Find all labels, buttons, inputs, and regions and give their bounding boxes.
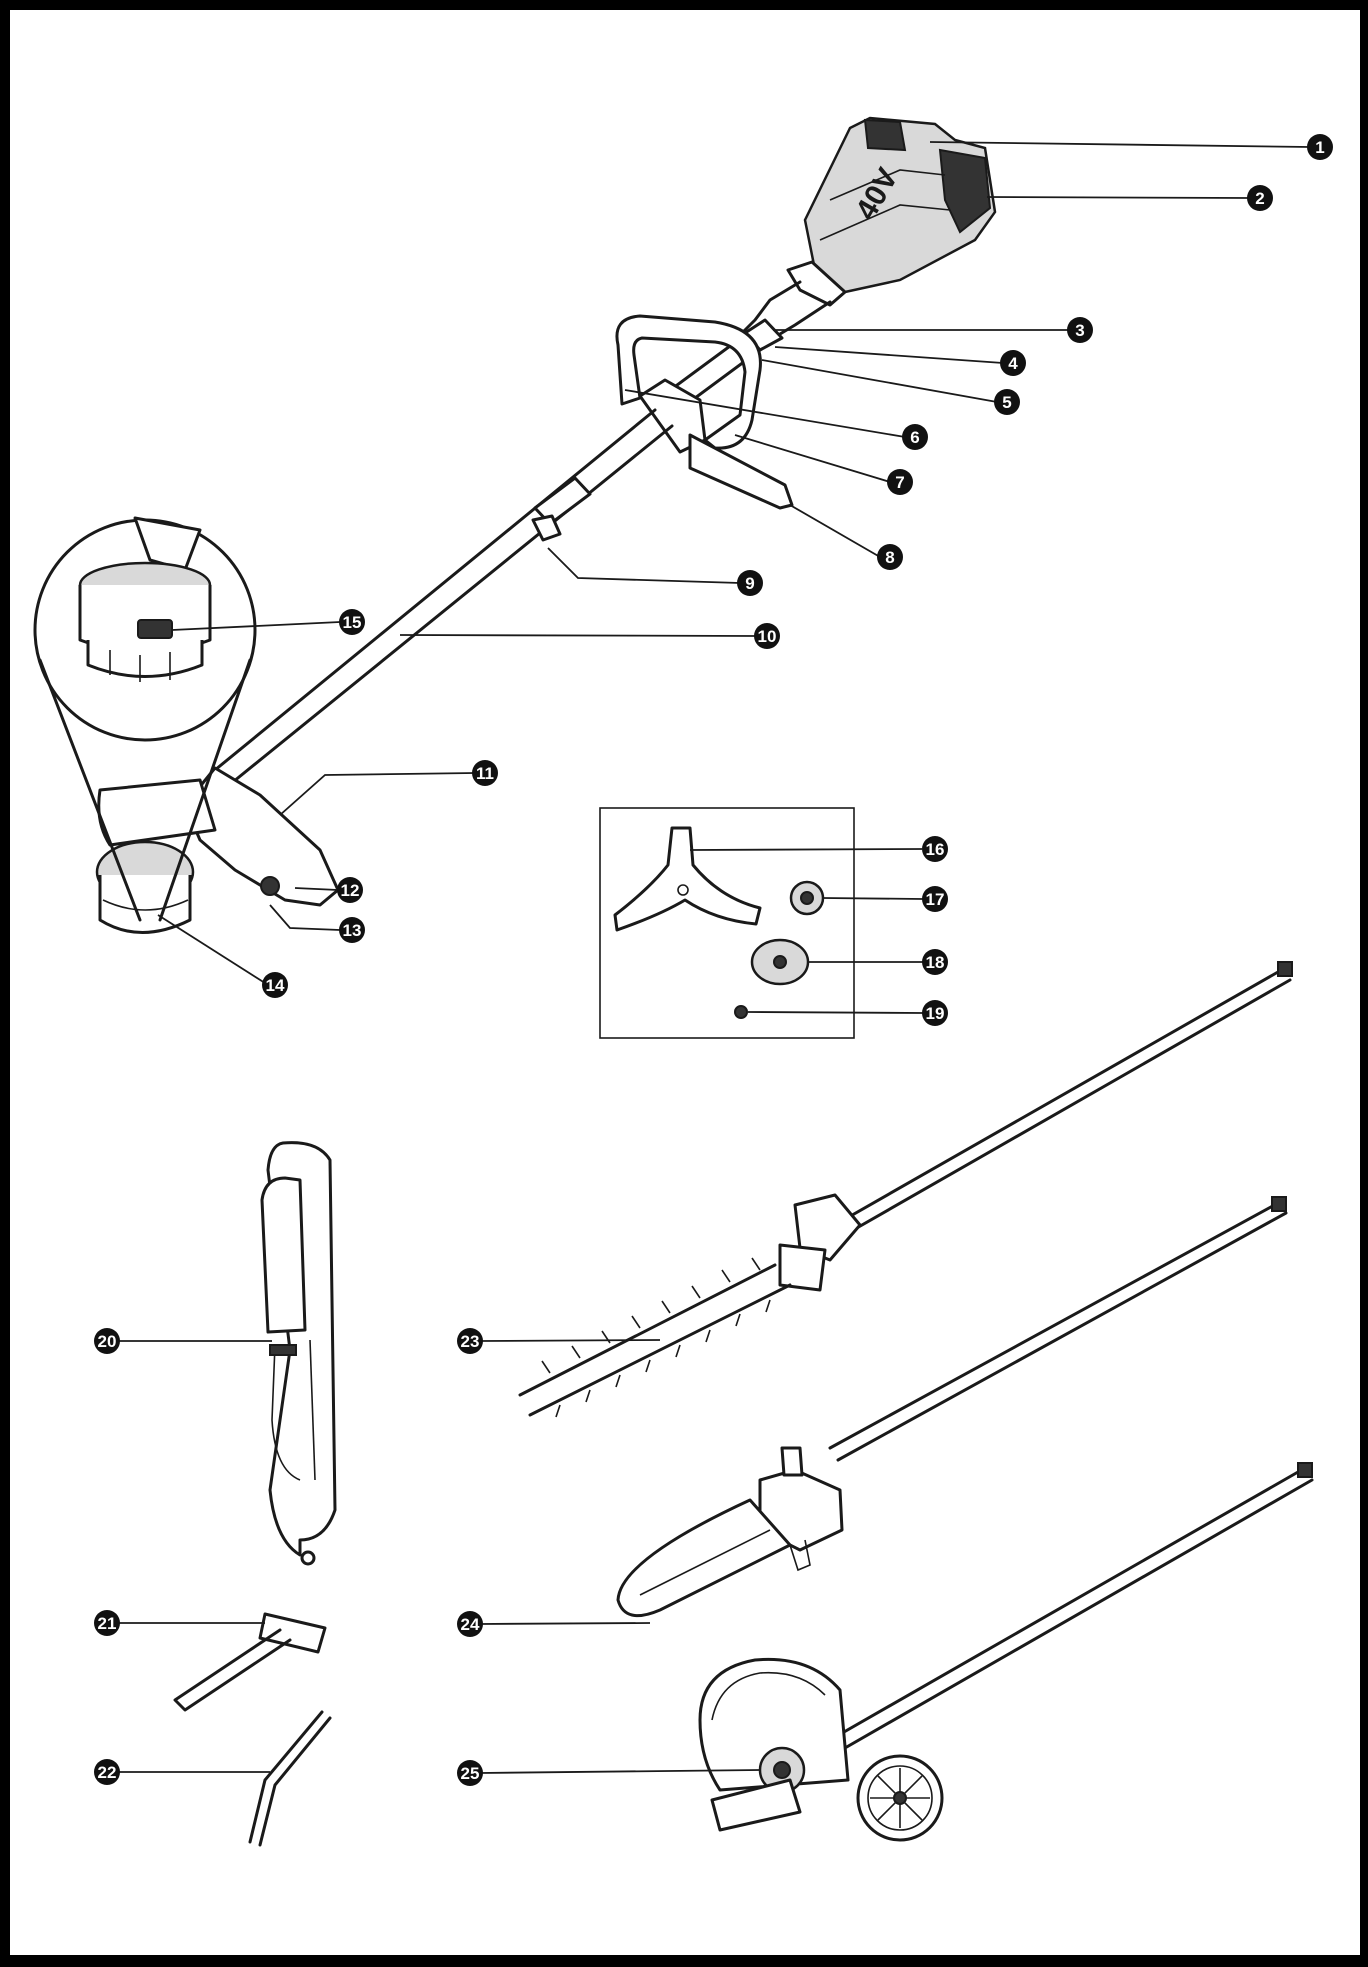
callout-9: 9 [737, 570, 763, 596]
callout-21: 21 [94, 1610, 120, 1636]
svg-text:17: 17 [926, 890, 945, 909]
callout-10: 10 [754, 623, 780, 649]
callout-15: 15 [339, 609, 365, 635]
shaft-main [213, 408, 674, 788]
pole-saw-attachment [616, 1196, 1288, 1618]
trimmer-head [95, 766, 340, 934]
callout-19: 19 [922, 1000, 948, 1026]
svg-text:7: 7 [895, 473, 904, 492]
svg-text:19: 19 [926, 1004, 945, 1023]
callout-22: 22 [94, 1759, 120, 1785]
callout-12: 12 [337, 877, 363, 903]
callout-11: 11 [472, 760, 498, 786]
edger-attachment [698, 1462, 1314, 1842]
callout-3: 3 [1067, 317, 1093, 343]
callout-5: 5 [994, 389, 1020, 415]
svg-text:5: 5 [1002, 393, 1011, 412]
callout-2: 2 [1247, 185, 1273, 211]
callout-1: 1 [1307, 134, 1333, 160]
callout-18: 18 [922, 949, 948, 975]
svg-text:16: 16 [926, 840, 945, 859]
callout-25: 25 [457, 1760, 483, 1786]
callout-4: 4 [1000, 350, 1026, 376]
callout-16: 16 [922, 836, 948, 862]
svg-text:1: 1 [1315, 138, 1324, 157]
svg-text:12: 12 [341, 881, 360, 900]
callout-20: 20 [94, 1328, 120, 1354]
svg-text:13: 13 [343, 921, 362, 940]
hex-key [248, 1710, 332, 1847]
callout-14: 14 [262, 972, 288, 998]
callout-7: 7 [887, 469, 913, 495]
callout-6: 6 [902, 424, 928, 450]
svg-text:14: 14 [266, 976, 285, 995]
hedge-trimmer-attachment [518, 961, 1293, 1418]
callout-24: 24 [457, 1611, 483, 1637]
svg-text:3: 3 [1075, 321, 1084, 340]
spool-detail-callout [33, 516, 257, 922]
battery-pack: 40V [803, 116, 997, 294]
svg-text:24: 24 [461, 1615, 480, 1634]
svg-text:8: 8 [885, 548, 894, 567]
callout-23: 23 [457, 1328, 483, 1354]
callout-17: 17 [922, 886, 948, 912]
svg-text:2: 2 [1255, 189, 1264, 208]
svg-text:20: 20 [98, 1332, 117, 1351]
svg-text:4: 4 [1008, 354, 1018, 373]
svg-text:6: 6 [910, 428, 919, 447]
svg-text:11: 11 [476, 764, 494, 783]
svg-text:18: 18 [926, 953, 945, 972]
callout-8: 8 [877, 544, 903, 570]
front-handle-loop [615, 314, 794, 510]
callout-13: 13 [339, 917, 365, 943]
svg-text:9: 9 [745, 574, 754, 593]
leader-lines [117, 141, 1311, 1774]
svg-text:25: 25 [461, 1764, 480, 1783]
blade-kit-box [599, 807, 855, 1039]
svg-text:23: 23 [461, 1332, 480, 1351]
svg-text:15: 15 [343, 613, 362, 632]
svg-text:10: 10 [758, 627, 777, 646]
t-spanner [173, 1612, 327, 1712]
svg-text:22: 22 [98, 1763, 117, 1782]
shoulder-strap [260, 1141, 337, 1566]
svg-text:21: 21 [98, 1614, 117, 1633]
